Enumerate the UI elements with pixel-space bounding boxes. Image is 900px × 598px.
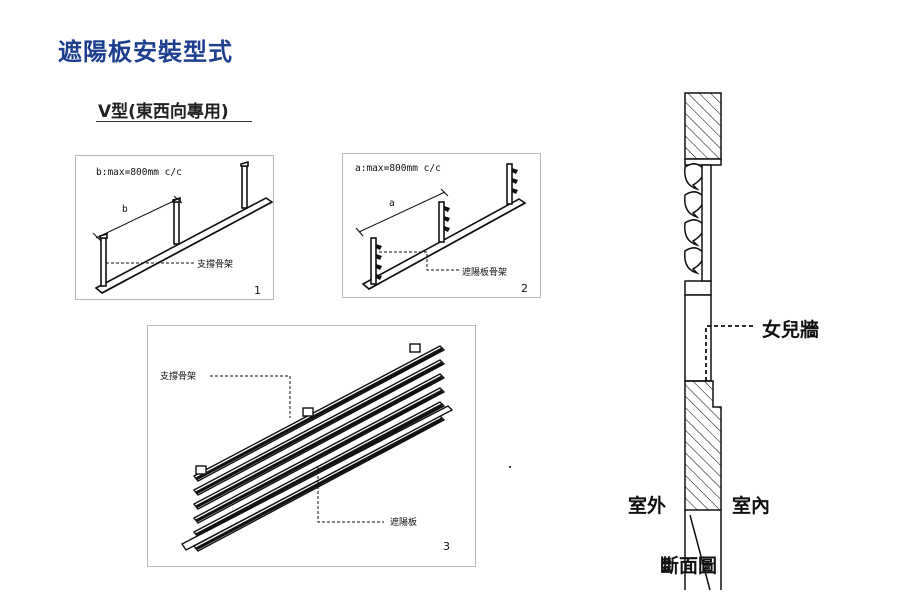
subtitle-underline (96, 121, 252, 122)
panel-number: 3 (443, 540, 450, 553)
louver-3 (684, 219, 706, 247)
dim-line (358, 191, 446, 233)
panel-1: b:max=800mm c/c b 支撐骨架 1 (75, 155, 274, 300)
dimension-letter: b (122, 204, 128, 215)
panel-2-drawing (355, 163, 527, 290)
wall-parapet (684, 294, 712, 382)
section-view: 女兒牆 室外 室內 斷面圖 (600, 85, 900, 595)
panel-3: 支撐骨架 遮陽板 3 (147, 325, 476, 567)
dim-line (95, 197, 181, 239)
wall-upper (684, 92, 722, 160)
dimension-letter: a (389, 198, 395, 209)
panel-2: a:max=800mm c/c a 遮陽板骨架 2 (342, 153, 541, 298)
post-1 (370, 237, 377, 285)
panel-1-drawing (92, 160, 273, 294)
label-indoor: 室內 (732, 495, 771, 517)
panel-number: 1 (254, 284, 261, 297)
parapet-top-cap (684, 280, 712, 296)
post-3 (506, 163, 513, 205)
post-2 (438, 201, 445, 243)
callout-leader (379, 251, 459, 271)
label-outdoor: 室外 (628, 495, 667, 517)
callout-frame: 支撐骨架 (197, 260, 234, 270)
support-post (701, 164, 712, 282)
spacing-label: b:max=800mm c/c (96, 167, 182, 178)
callout-louver-frame: 遮陽板骨架 (462, 268, 508, 278)
label-parapet: 女兒牆 (762, 319, 820, 341)
post-1 (100, 237, 107, 287)
post-2 (173, 201, 180, 245)
louver-4 (684, 247, 706, 275)
panel-3-drawing (180, 343, 454, 552)
subtitle: V型(東西向專用) (98, 102, 229, 122)
callout-leader-louver (317, 466, 384, 523)
callout-frame: 支撐骨架 (160, 372, 197, 382)
post-3 (241, 165, 248, 209)
callout-leader-frame (210, 375, 291, 418)
spacing-label: a:max=800mm c/c (355, 163, 441, 174)
section-caption: 斷面圖 (660, 555, 718, 577)
bracket-1 (195, 465, 207, 475)
stray-dot (509, 466, 511, 468)
wall-lower (684, 380, 722, 511)
page-title: 遮陽板安裝型式 (58, 38, 233, 66)
base-rail (180, 405, 454, 551)
panel-number: 2 (521, 282, 528, 295)
callout-leader (705, 325, 755, 381)
louver-1 (684, 163, 706, 191)
section-drawing (684, 92, 755, 591)
callout-louver: 遮陽板 (390, 518, 418, 528)
bracket-3 (409, 343, 421, 353)
louver-2 (684, 191, 706, 219)
bracket-2 (302, 407, 314, 417)
